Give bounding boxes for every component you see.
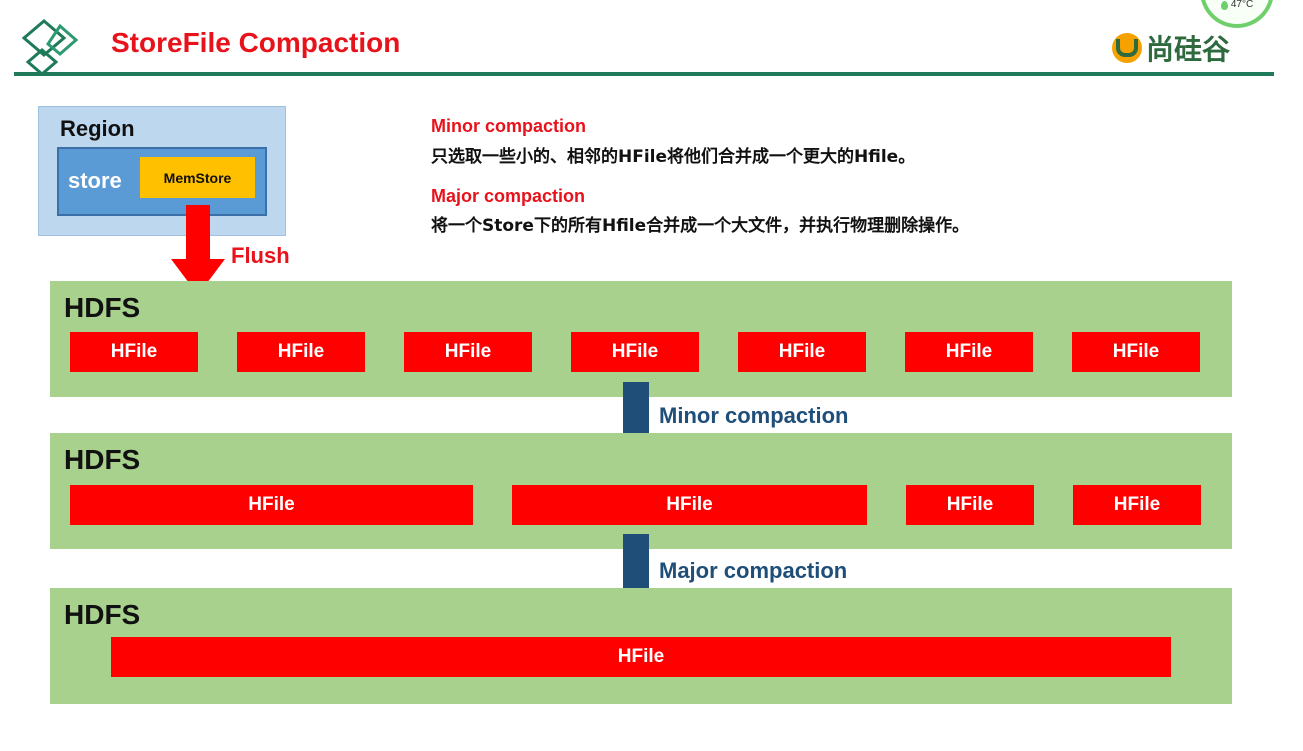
region-label: Region	[60, 116, 135, 141]
hfile-block: HFile	[237, 332, 365, 372]
hdfs-band-after-major: HFile	[50, 588, 1232, 704]
brand-text: 尚硅谷	[1146, 33, 1231, 66]
hfile-block: HFile	[571, 332, 699, 372]
page-title: StoreFile Compaction	[111, 27, 401, 58]
minor-note-heading: Minor compaction	[431, 116, 587, 136]
minor-compaction-label: Minor compaction	[659, 403, 849, 428]
hfile-block: HFile	[1072, 332, 1200, 372]
header-rule	[14, 72, 1274, 76]
major-compaction-label: Major compaction	[659, 558, 848, 583]
store-label: store	[68, 168, 122, 193]
hfile-block: HFile	[404, 332, 532, 372]
shangguigu-logo-icon	[1112, 33, 1142, 63]
diamond-logo-icon	[21, 19, 79, 76]
hfile-block: HFile	[905, 332, 1033, 372]
hfile-block: HFile	[1073, 485, 1201, 525]
major-note-text: 将一个Store下的所有Hfile合并成一个大文件，并执行物理删除操作。	[431, 216, 970, 236]
hfile-block: HFile	[70, 332, 198, 372]
minor-note-text: 只选取一些小的、相邻的HFile将他们合并成一个更大的Hfile。	[431, 147, 916, 167]
hfile-block: HFile	[70, 485, 473, 525]
flush-label: Flush	[231, 243, 290, 268]
memstore-box: MemStore	[140, 157, 255, 198]
thermometer-icon	[1220, 1, 1228, 10]
hfile-block: HFile	[512, 485, 867, 525]
hfile-block: HFile	[738, 332, 866, 372]
hdfs-band-after-minor: HFile HFile HFile HFile	[50, 433, 1232, 549]
hdfs-band-initial: HFile HFile HFile HFile HFile HFile HFil…	[50, 281, 1232, 397]
hdfs-label: HDFS	[64, 599, 141, 630]
hdfs-label: HDFS	[64, 444, 141, 475]
brand-logo: 尚硅谷	[1112, 28, 1230, 68]
flush-arrow-icon	[171, 205, 225, 295]
temperature-value: 47°C	[1230, 0, 1254, 10]
major-note-heading: Major compaction	[431, 186, 586, 206]
hfile-block: HFile	[906, 485, 1034, 525]
hfile-block: HFile	[111, 637, 1171, 677]
hdfs-label: HDFS	[64, 292, 141, 323]
temperature-badge: 47°C	[1200, 0, 1274, 28]
